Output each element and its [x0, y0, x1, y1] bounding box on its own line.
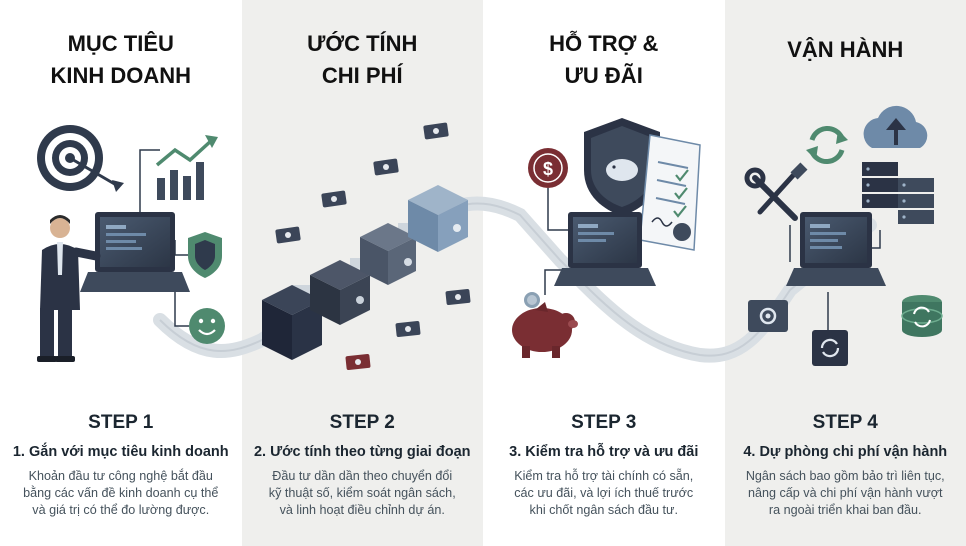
column-heading: HỖ TRỢ & ƯU ĐÃI	[549, 31, 659, 88]
money-bill-icon	[345, 353, 371, 371]
step-description: Kiểm tra hỗ trợ tài chính có sẵn, các ưu…	[514, 469, 694, 517]
sync-panel-icon	[812, 330, 848, 366]
laptop-icon	[554, 212, 656, 286]
dollar-coin-icon: $	[528, 148, 568, 188]
shield-piggy-icon	[584, 118, 660, 216]
column-heading: VẬN HÀNH	[787, 37, 904, 62]
column-heading: MỤC TIÊU KINH DOANH	[50, 31, 192, 88]
piggy-bank-icon	[512, 292, 578, 358]
cube-stage-icon	[360, 223, 416, 285]
svg-text:$: $	[543, 159, 553, 179]
database-sync-icon	[901, 295, 943, 337]
money-bill-icon	[445, 288, 471, 306]
column-support-incentives: HỖ TRỢ & ƯU ĐÃI STEP 3 3. Kiểm tra hỗ tr…	[483, 0, 725, 546]
shield-icon	[188, 232, 222, 278]
checklist-document-icon	[639, 134, 701, 251]
step-title: 1. Gắn với mục tiêu kinh doanh	[12, 444, 229, 460]
businessman-icon	[37, 215, 101, 362]
cube-stage-icon	[310, 260, 370, 325]
smiley-icon	[189, 308, 225, 344]
step-title: 4. Dự phòng chi phí vận hành	[743, 444, 948, 460]
money-bill-icon	[373, 158, 399, 176]
money-bill-icon	[321, 190, 347, 208]
laptop-icon	[80, 212, 190, 292]
column-heading: ƯỚC TÍNH CHI PHÍ	[307, 31, 418, 88]
cube-stage-icon	[408, 185, 468, 252]
process-illustration: $	[37, 105, 943, 371]
tools-icon	[744, 162, 808, 221]
target-icon	[37, 125, 124, 192]
money-bill-icon	[423, 122, 449, 140]
refresh-icon	[806, 126, 848, 164]
step-label: STEP 2	[329, 412, 395, 433]
step-title: 2. Ước tính theo từng giai đoạn	[253, 444, 471, 460]
step-title: 3. Kiểm tra hỗ trợ và ưu đãi	[509, 444, 699, 460]
step-description: Khoản đầu tư công nghệ bắt đầu bằng các …	[23, 469, 219, 517]
step-label: STEP 1	[88, 412, 154, 433]
step-label: STEP 4	[812, 412, 878, 433]
laptop-icon	[786, 212, 886, 286]
money-bill-icon	[275, 226, 301, 244]
step-description: Đầu tư dần dần theo chuyển đổi kỹ thuật …	[268, 469, 456, 517]
server-rack-icon	[862, 162, 934, 224]
cube-stage-icon	[262, 285, 322, 360]
step-label: STEP 3	[571, 412, 637, 433]
growth-chart-icon	[155, 135, 218, 200]
step-description: Ngân sách bao gồm bảo trì liên tục, nâng…	[745, 469, 945, 517]
cloud-upload-icon	[863, 105, 928, 148]
money-bill-icon	[395, 320, 421, 338]
settings-panel-icon	[748, 300, 788, 332]
